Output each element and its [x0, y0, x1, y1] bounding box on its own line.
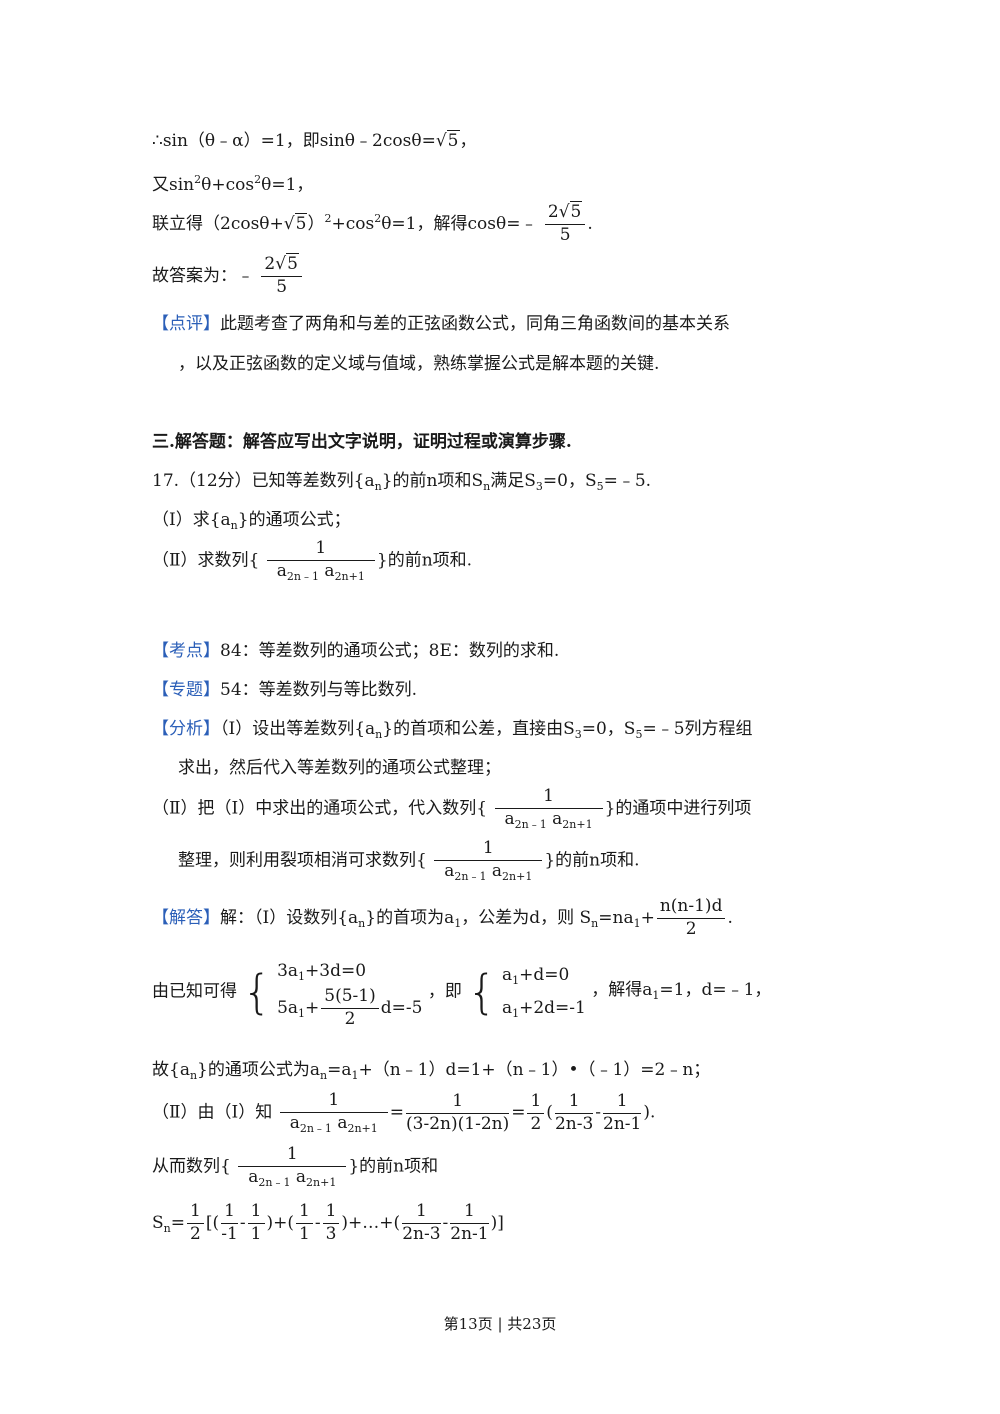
page-footer: 第13页 | 共23页: [443, 1315, 557, 1333]
section-title: 三.解答题：解答应写出文字说明，证明过程或演算步骤.: [152, 432, 572, 452]
question-17: 17.（12分）已知等差数列{an}的前n项和Sn满足S3=0，S5=﹣5.: [152, 471, 652, 493]
comment-block: 【点评】此题考查了两角和与差的正弦函数公式，同角三角函数间的基本关系: [152, 314, 730, 334]
question-17-part1: （Ⅰ）求{an}的通项公式；: [152, 510, 351, 532]
analysis-1: 【分析】（Ⅰ）设出等差数列{an}的首项和公差，直接由S3=0，S5=﹣5列方程…: [152, 719, 753, 741]
knowledge-point: 【考点】84：等差数列的通项公式；8E：数列的求和.: [152, 641, 560, 661]
comment-continued: ，以及正弦函数的定义域与值域，熟练掌握公式是解本题的关键.: [178, 354, 660, 374]
line-sin-equation: ∴sin（θ﹣α）=1，即sinθ﹣2cosθ=√5，: [152, 130, 477, 151]
text: ∴sin（θ﹣α）=1，即sinθ﹣2cosθ=: [152, 131, 436, 151]
analysis-2: 求出，然后代入等差数列的通项公式整理；: [178, 758, 501, 778]
left-brace: {: [467, 964, 497, 1019]
general-term: 故{an}的通项公式为an=a1+（n﹣1）d=1+（n﹣1）•（﹣1）=2﹣n…: [152, 1060, 711, 1082]
system-2: a1+d=0 a1+2d=-1: [501, 964, 586, 1020]
left-brace: {: [242, 964, 272, 1019]
solution-1: 【解答】解：（Ⅰ）设数列{an}的首项为a1，公差为d，则 Sn=na1+n(n…: [152, 896, 733, 939]
topic: 【专题】54：等差数列与等比数列.: [152, 680, 418, 700]
comment-tag: 【点评】: [152, 314, 220, 334]
line-identity: 又sin2θ+cos2θ=1，: [152, 173, 314, 195]
sqrt-5: √5: [435, 130, 460, 151]
